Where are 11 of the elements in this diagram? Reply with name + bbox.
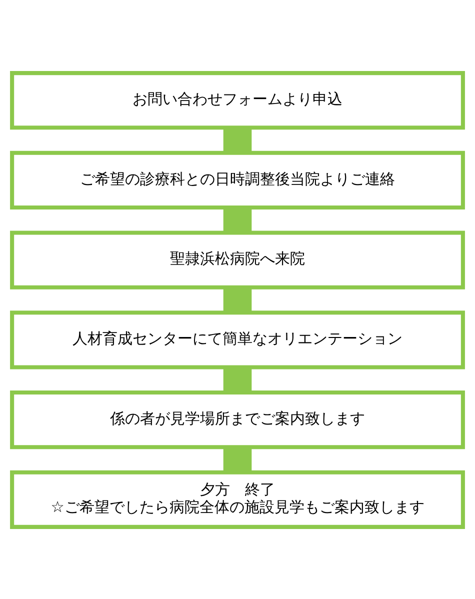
node-box: 夕方 終了 ☆ご希望でしたら病院全体の施設見学もご案内致します (10, 470, 465, 528)
connector (223, 207, 252, 232)
connector (223, 127, 252, 152)
node-box: ご希望の診療科との日時調整後当院よりご連絡 (10, 150, 465, 210)
node-box: 人材育成センターにて簡単なオリエンテーション (10, 310, 465, 369)
connector (223, 446, 252, 472)
connector (223, 286, 252, 312)
node-box: 係の者が見学場所までご案内致します (10, 390, 465, 449)
node-box: お問い合わせフォームより申込 (10, 70, 465, 130)
node-box: 聖隷浜松病院へ来院 (10, 230, 465, 289)
connector (223, 366, 252, 392)
